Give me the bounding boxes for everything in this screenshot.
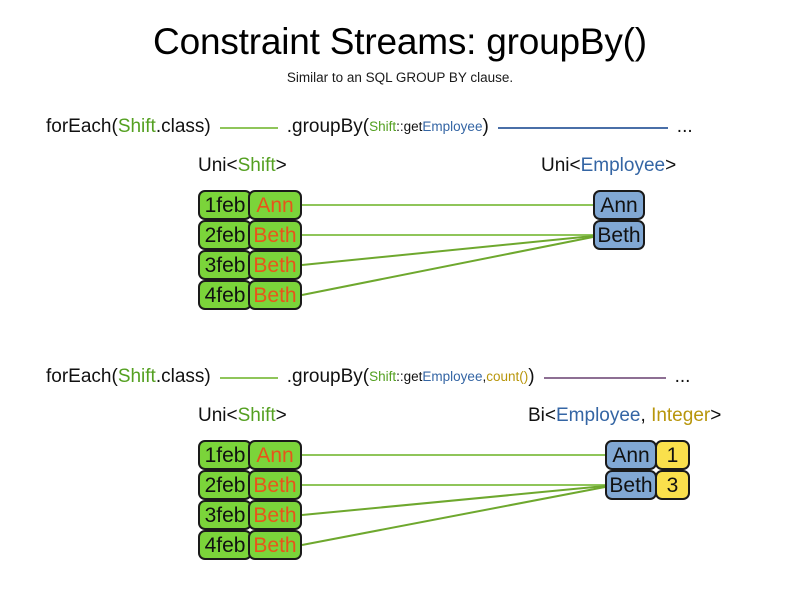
wires-section-2 (301, 454, 606, 546)
group-by-suffix: ) (482, 116, 489, 137)
group-by-prefix: .groupBy( (286, 366, 370, 387)
rule-groupBy-to-ellipsis (543, 377, 666, 379)
shift-employee-box[interactable]: Beth (248, 500, 302, 530)
shift-date-box[interactable]: 2feb (198, 470, 252, 500)
stream-type-param: Shift (237, 405, 276, 426)
stream-generic-close: > (275, 155, 287, 176)
stream-generic-close: > (710, 405, 722, 426)
stream-type-right-2: Bi<Employee, Integer> (528, 404, 721, 428)
stream-type-param: Employee (580, 155, 666, 176)
employee-box[interactable]: Beth (593, 220, 645, 250)
shift-employee-box[interactable]: Beth (248, 470, 302, 500)
stream-type-param: Employee (556, 405, 641, 426)
for-each-prefix: forEach( (46, 366, 118, 387)
code-line-groupby-count: forEach(Shift.class) .groupBy(Shift::get… (46, 364, 690, 390)
stream-generic-close: > (275, 405, 287, 426)
collector-separator: , (482, 369, 487, 384)
stream-type-param-2: Integer (651, 405, 711, 426)
stream-generic: Bi< (528, 405, 556, 426)
shift-date-box[interactable]: 4feb (198, 530, 252, 560)
for-each-suffix: .class) (155, 366, 211, 387)
stream-type-left-2: Uni<Shift> (198, 404, 287, 428)
collector-count: count() (486, 369, 529, 384)
stream-type-param: Shift (237, 155, 276, 176)
stream-generic-close: > (665, 155, 677, 176)
shift-date-box[interactable]: 3feb (198, 250, 252, 280)
for-each-type: Shift (117, 366, 156, 387)
stream-type-separator: , (640, 405, 652, 426)
count-box[interactable]: 3 (655, 470, 690, 500)
stream-generic: Uni< (198, 405, 238, 426)
wires-section-1 (301, 204, 594, 296)
rule-groupBy-to-ellipsis (497, 127, 668, 129)
mapper-property: Employee (422, 369, 483, 384)
stream-type-right-1: Uni<Employee> (541, 154, 676, 178)
page-subtitle: Similar to an SQL GROUP BY clause. (286, 70, 514, 85)
stream-generic: Uni< (198, 155, 238, 176)
employee-box[interactable]: Ann (605, 440, 657, 470)
shift-employee-box[interactable]: Ann (248, 440, 302, 470)
shift-date-box[interactable]: 1feb (198, 190, 252, 220)
for-each-suffix: .class) (155, 116, 211, 137)
downstream-ellipsis: ... (674, 366, 691, 387)
rule-forEach-to-groupBy (219, 127, 278, 129)
employee-box[interactable]: Beth (605, 470, 657, 500)
stream-type-left-1: Uni<Shift> (198, 154, 287, 178)
rule-forEach-to-groupBy (219, 377, 278, 379)
mapper-separator: ::get (396, 119, 423, 134)
for-each-type: Shift (117, 116, 156, 137)
shift-date-box[interactable]: 1feb (198, 440, 252, 470)
shift-employee-box[interactable]: Beth (248, 530, 302, 560)
shift-date-box[interactable]: 2feb (198, 220, 252, 250)
mapper-separator: ::get (396, 369, 423, 384)
shift-date-box[interactable]: 4feb (198, 280, 252, 310)
shift-date-box[interactable]: 3feb (198, 500, 252, 530)
group-by-prefix: .groupBy( (286, 116, 370, 137)
shift-employee-box[interactable]: Beth (248, 220, 302, 250)
count-box[interactable]: 1 (655, 440, 690, 470)
mapper-type: Shift (369, 369, 397, 384)
code-line-groupby-single: forEach(Shift.class) .groupBy(Shift::get… (46, 114, 693, 140)
mapper-type: Shift (369, 119, 397, 134)
shift-employee-box[interactable]: Ann (248, 190, 302, 220)
downstream-ellipsis: ... (676, 116, 693, 137)
page-title: Constraint Streams: groupBy() (153, 21, 647, 62)
shift-employee-box[interactable]: Beth (248, 250, 302, 280)
stream-generic: Uni< (541, 155, 581, 176)
for-each-prefix: forEach( (46, 116, 118, 137)
shift-employee-box[interactable]: Beth (248, 280, 302, 310)
group-by-suffix: ) (528, 366, 535, 387)
employee-box[interactable]: Ann (593, 190, 645, 220)
mapper-property: Employee (422, 119, 483, 134)
